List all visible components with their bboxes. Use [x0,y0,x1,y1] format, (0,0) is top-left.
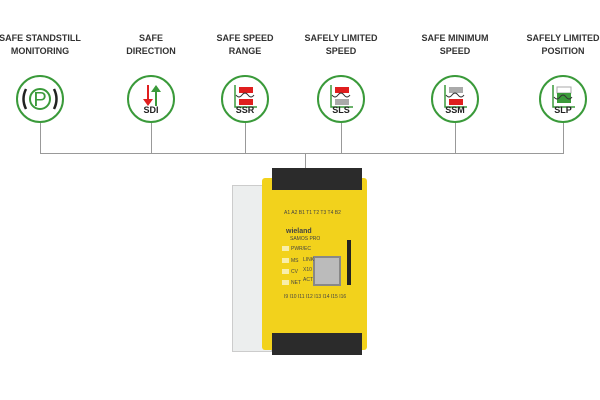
led-net [282,280,289,285]
connector-drop [455,123,456,154]
port-label-x10: X10 [303,267,312,273]
function-label: SAFE SPEED RANGE [190,32,300,58]
parking-brake-icon: P [16,75,64,123]
bottom-terminal-block [272,333,362,355]
connector-drop [341,123,342,154]
led-pwr [282,246,289,251]
label-line-2: SPEED [439,46,471,56]
connector-drop [40,123,41,154]
direction-arrows-icon: SDI [127,75,175,123]
function-label: SAFELY LIMITED SPEED [286,32,396,58]
connector-bus [40,153,564,154]
top-terminal-labels: A1 A2 B1 T1 T2 T3 T4 B2 [284,210,341,216]
label-line-2: POSITION [541,46,585,56]
function-label: SAFELY LIMITED POSITION [508,32,600,58]
led-cv [282,269,289,274]
function-label: SAFE MINIMUM SPEED [400,32,510,58]
label-line-1: SAFE SPEED [216,33,274,43]
ethernet-port[interactable] [313,256,341,286]
brand-logo: wieland [286,228,312,235]
top-terminal-block [272,168,362,190]
connector-drop [245,123,246,154]
led-label-cv: CV [291,269,298,275]
label-line-1: SAFE MINIMUM [421,33,489,43]
function-label: SAFE DIRECTION [96,32,206,58]
label-line-2: RANGE [228,46,262,56]
speed-range-icon: SSR [221,75,269,123]
label-line-1: SAFE STANDSTILL [0,33,81,43]
led-label-pwr: PWR/EC [291,246,311,252]
product-name: SAMOS PRO [290,236,321,242]
label-line-2: SPEED [325,46,357,56]
svg-text:P: P [33,89,46,111]
connector-stem [305,153,306,171]
label-line-2: DIRECTION [126,46,176,56]
sd-card-slot[interactable] [347,240,351,285]
label-line-1: SAFELY LIMITED [304,33,378,43]
connector-drop [563,123,564,154]
minimum-speed-icon: SSM [431,75,479,123]
function-abbr: SSR [235,105,255,115]
function-abbr: SLS [332,105,350,115]
function-label: SAFE STANDSTILL MONITORING [0,32,95,58]
port-label-link: LINK [303,257,315,263]
led-label-ms: MS [291,258,299,264]
function-abbr: SSM [445,105,465,115]
limited-speed-icon: SLS [317,75,365,123]
connector-drop [151,123,152,154]
label-line-1: SAFE [138,33,163,43]
bottom-terminal-labels: I9 I10 I11 I12 I13 I14 I15 I16 [284,294,347,300]
label-line-2: MONITORING [10,46,70,56]
limited-position-icon: SLP [539,75,587,123]
led-ms [282,258,289,263]
port-label-act: ACT [303,277,313,283]
function-abbr: SLP [554,105,572,115]
function-abbr: SDI [143,105,159,115]
label-line-1: SAFELY LIMITED [526,33,600,43]
led-label-net: NET [291,280,301,286]
